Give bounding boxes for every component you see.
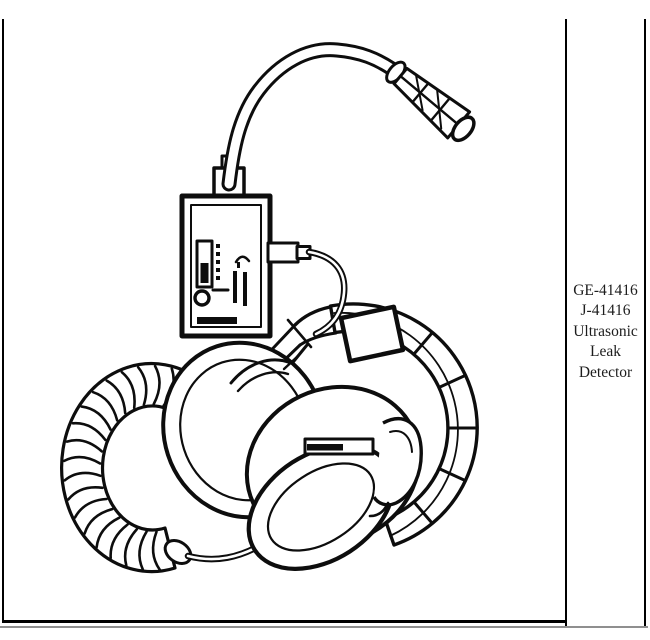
yoke — [368, 417, 423, 518]
cell-border-right — [644, 19, 646, 628]
coil-rung — [136, 366, 148, 407]
cup-fork — [229, 343, 309, 393]
coil-rung — [65, 438, 104, 453]
figure-caption-line: GE-41416 — [573, 282, 638, 299]
coil-rung — [80, 405, 112, 431]
coil-rung — [73, 497, 108, 519]
figure-caption-line: J-41416 — [580, 302, 631, 320]
cell-border-middle — [565, 19, 567, 628]
control-unit — [179, 154, 312, 339]
coil-rung — [123, 527, 139, 567]
label-bar — [197, 317, 237, 324]
figure-caption-line: Detector — [578, 363, 633, 381]
scale-ticks — [216, 244, 220, 280]
coil-rung — [138, 530, 148, 571]
switch-marks — [233, 262, 247, 306]
output-plug — [266, 241, 300, 264]
cell-border-bottom-shadow — [0, 626, 648, 628]
coil-rung — [83, 507, 114, 535]
coil-rung — [109, 523, 129, 560]
coil-rung — [95, 516, 121, 549]
probe-end-cap — [450, 115, 476, 143]
coil-rung — [67, 486, 104, 501]
control-unit-body — [179, 193, 273, 339]
gooseneck-probe — [221, 42, 476, 192]
connector-cable — [305, 248, 348, 338]
coil-rung — [120, 370, 136, 410]
coil-rung — [91, 390, 119, 422]
figure-caption-line: Leak — [590, 343, 621, 361]
coiled-cord-rungs — [62, 364, 190, 571]
chevron-mark — [234, 255, 251, 264]
cell-border-left — [2, 19, 4, 621]
coil-rung — [62, 455, 102, 465]
probe-tip — [385, 60, 476, 143]
coiled-cord — [60, 361, 206, 574]
figure-caption: GE-41416 J-41416 Ultrasonic Leak Detecto… — [566, 281, 645, 383]
slider-bar — [303, 437, 375, 456]
cell-border-bottom — [2, 620, 567, 623]
coil-rung — [71, 421, 107, 442]
headband-pad — [338, 304, 406, 364]
coil-rung — [152, 364, 161, 406]
control-knob — [193, 289, 211, 307]
coil-rung — [63, 471, 102, 482]
coil-rung — [105, 379, 127, 415]
coil-rung — [151, 530, 161, 571]
coil-end-cap — [163, 539, 193, 565]
figure-caption-line: Ultrasonic — [573, 322, 638, 340]
